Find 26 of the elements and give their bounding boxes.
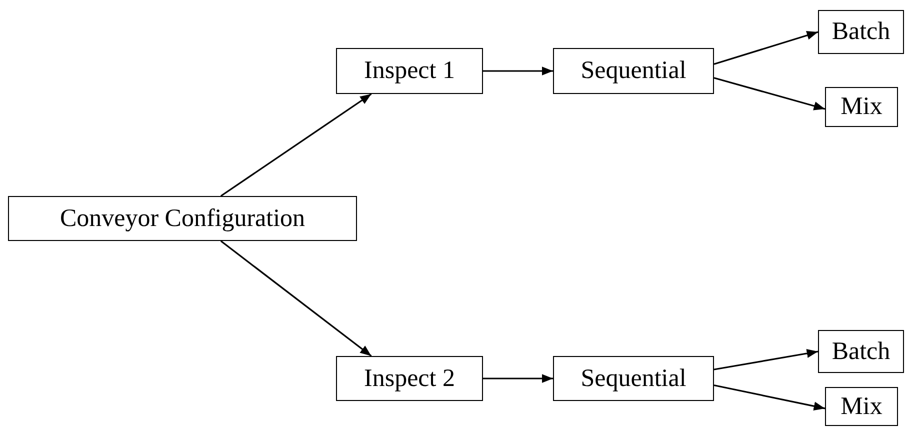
arrow [714, 384, 826, 411]
arrow [714, 31, 818, 65]
process-box [553, 356, 714, 401]
process-box [8, 196, 357, 241]
arrow [714, 77, 826, 110]
node-label: Mix [840, 93, 882, 121]
node-label: Sequential [580, 364, 686, 392]
process-box [336, 48, 483, 94]
arrow [220, 93, 372, 197]
process-box [818, 10, 904, 54]
process-box [825, 87, 898, 127]
node-label: Mix [840, 392, 882, 420]
node-label: Conveyor Configuration [60, 204, 306, 232]
node-label: Batch [832, 338, 890, 366]
arrow [220, 240, 372, 357]
node-label: Inspect 2 [364, 364, 455, 392]
arrow [714, 349, 818, 370]
process-box [336, 356, 483, 401]
node-label: Inspect 1 [364, 57, 455, 85]
node-label: Batch [832, 18, 890, 46]
process-box [825, 387, 898, 426]
arrow [483, 374, 553, 383]
process-box [553, 48, 714, 94]
arrow [483, 66, 553, 76]
node-label: Sequential [580, 57, 686, 85]
process-box [818, 330, 904, 373]
